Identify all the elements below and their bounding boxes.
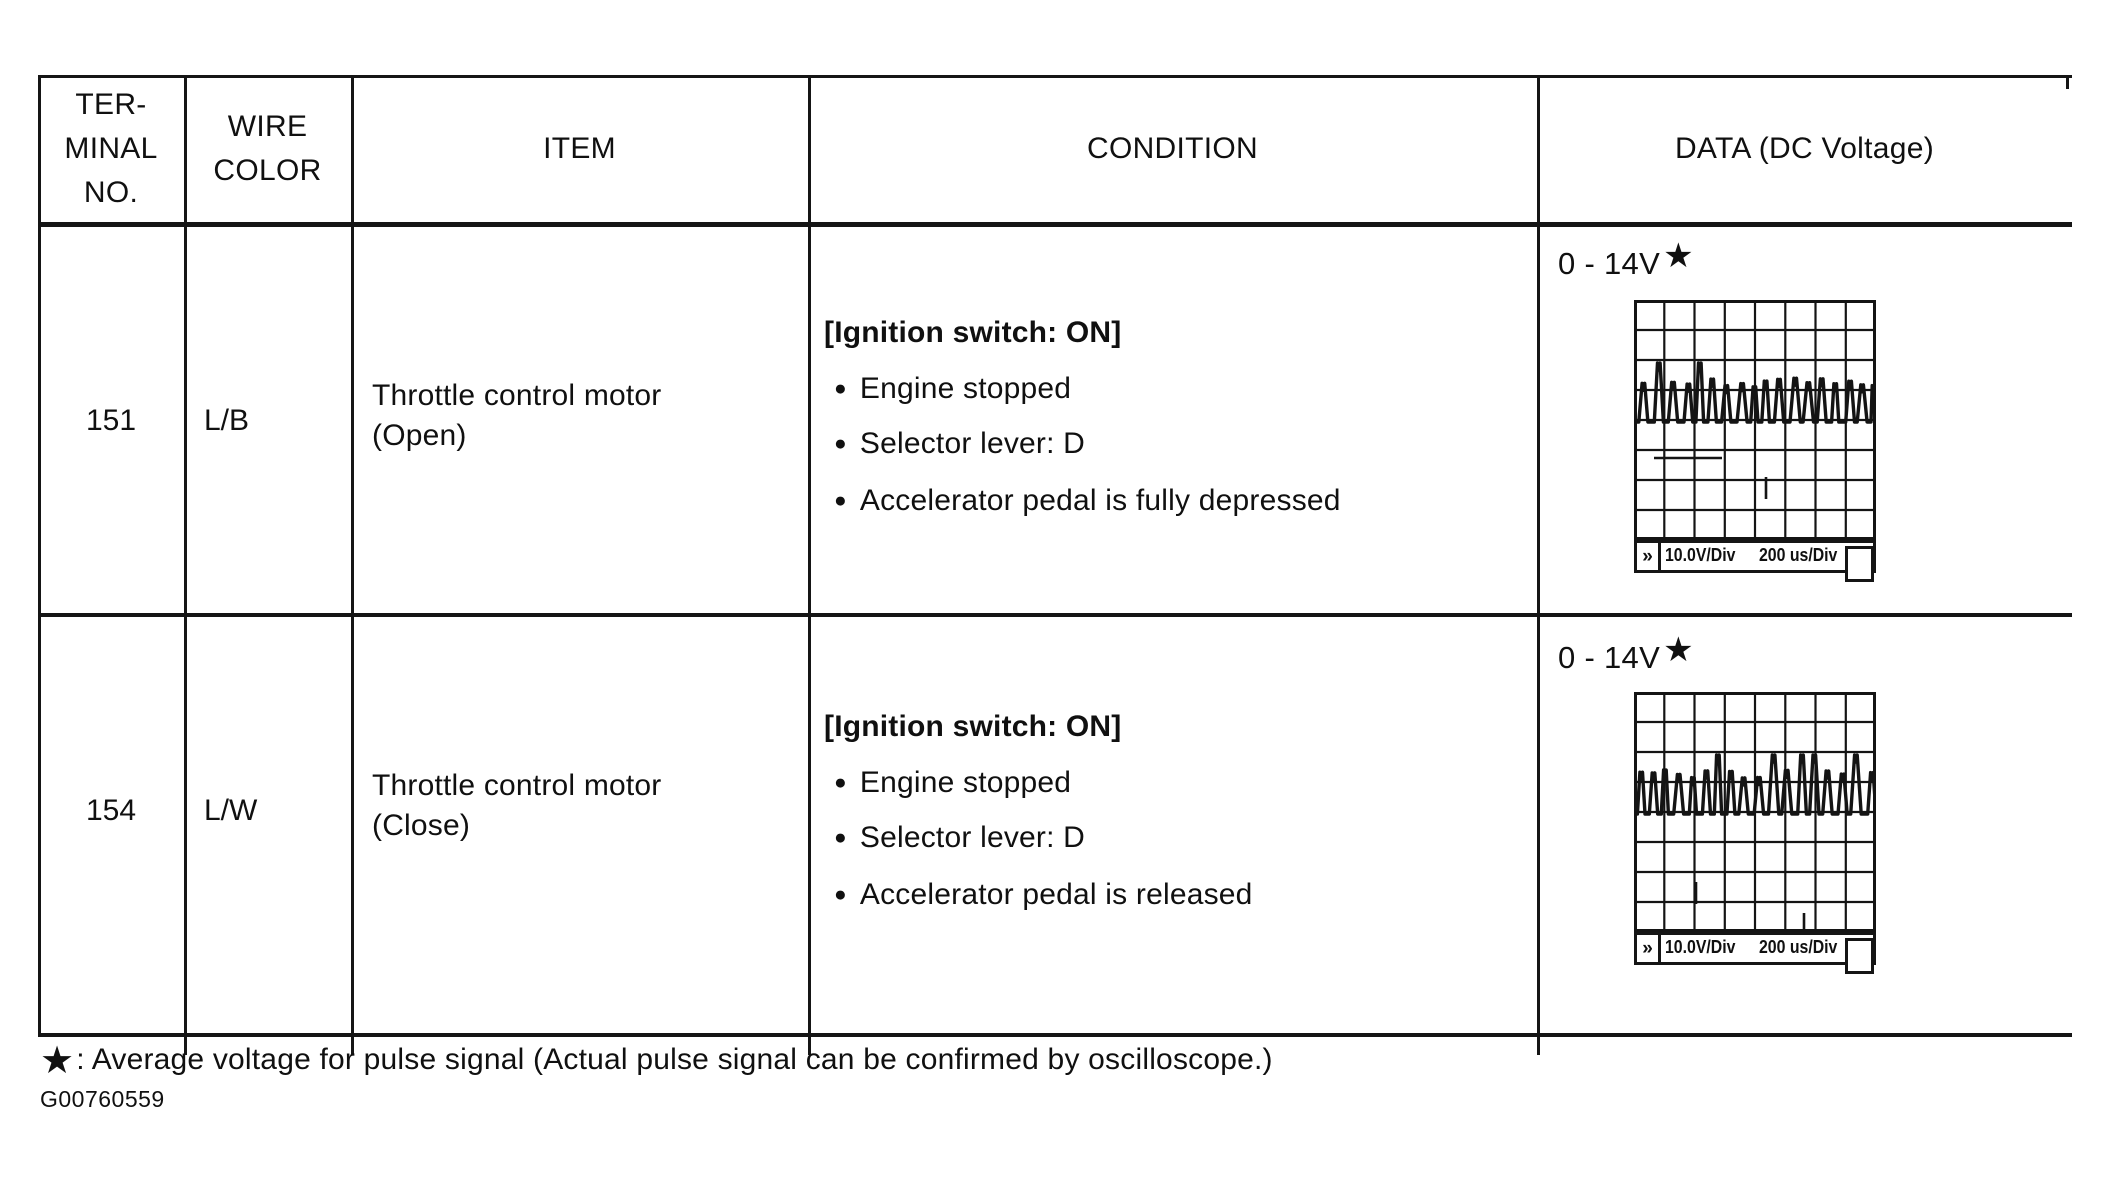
bullet-icon: ● [834, 826, 847, 849]
voltage-range-value: 0 - 14V [1558, 640, 1661, 675]
condition-header: [Ignition switch: ON] [824, 316, 1122, 349]
condition-text: Selector lever: D [859, 821, 1086, 854]
header-line: DATA (DC Voltage) [1674, 132, 1935, 165]
item-text: Throttle control motor (Open) [372, 376, 662, 456]
table-top-border [38, 75, 2072, 78]
header-line: TER- [75, 88, 147, 121]
table-left-border [38, 75, 41, 1037]
item-line: (Close) [372, 809, 471, 842]
bullet-icon: ● [834, 377, 847, 400]
terminal-no-value: 151 [85, 404, 137, 437]
condition-bullet-item: ● Accelerator pedal is released [824, 878, 1253, 912]
column-header-terminal-no: TER- MINAL NO. [38, 75, 184, 223]
column-header-wire-color: WIRE COLOR [184, 75, 351, 223]
header-line: CONDITION [1086, 132, 1259, 165]
star-icon: ★ [1663, 631, 1694, 669]
column-separator-1 [184, 75, 187, 1055]
scope-time-per-div-label: 200 us/Div [1759, 937, 1838, 957]
scope-time-per-div-label: 200 us/Div [1759, 545, 1838, 565]
condition-bullet-item: ● Accelerator pedal is fully depressed [824, 484, 1341, 518]
wire-color-cell: L/W [184, 618, 351, 1033]
item-line: Throttle control motor [372, 379, 662, 412]
item-line: (Open) [372, 419, 467, 452]
wire-color-value: L/B [204, 404, 250, 437]
voltage-range-value: 0 - 14V [1558, 246, 1661, 281]
condition-text: Accelerator pedal is fully depressed [859, 484, 1341, 517]
condition-header: [Ignition switch: ON] [824, 710, 1122, 743]
voltage-range-label: 0 - 14V★ [1558, 633, 1694, 676]
scope-settings-bar: » 10.0V/Div 200 us/Div [1634, 540, 1876, 582]
header-line: MINAL [64, 132, 158, 165]
scope-settings-bar: » 10.0V/Div 200 us/Div [1634, 932, 1876, 974]
header-line: COLOR [213, 154, 322, 187]
scope-arrow-icon: » [1637, 543, 1661, 570]
column-header-condition: CONDITION [808, 75, 1537, 223]
star-icon: ★ [40, 1040, 75, 1082]
oscilloscope-waveform [1634, 300, 1876, 540]
footnote-text: : Average voltage for pulse signal (Actu… [76, 1043, 1273, 1076]
bullet-icon: ● [834, 883, 847, 906]
table-top-right-tick [2066, 75, 2069, 89]
condition-text: Engine stopped [859, 766, 1072, 799]
oscilloscope-display: » 10.0V/Div 200 us/Div [1634, 692, 1876, 974]
wire-color-value: L/W [204, 794, 258, 827]
oscilloscope-display: » 10.0V/Div 200 us/Div [1634, 300, 1876, 582]
condition-text: Engine stopped [859, 372, 1072, 405]
table-bottom-border [38, 1033, 2072, 1037]
condition-text: Accelerator pedal is released [859, 878, 1253, 911]
row-separator [38, 613, 2072, 617]
figure-id: G00760559 [40, 1086, 165, 1112]
condition-text: Selector lever: D [859, 427, 1086, 460]
terminal-no-value: 154 [85, 794, 137, 827]
bullet-icon: ● [834, 432, 847, 455]
column-separator-4 [1537, 75, 1540, 1055]
header-line: NO. [83, 176, 139, 209]
scope-volts-per-div-label: 10.0V/Div [1665, 545, 1736, 565]
column-separator-3 [808, 75, 811, 1055]
condition-cell: [Ignition switch: ON] ● Engine stopped ●… [808, 618, 1537, 1033]
terminal-no-cell: 151 [38, 228, 184, 614]
scope-empty-box [1845, 938, 1874, 974]
bullet-icon: ● [834, 489, 847, 512]
item-cell: Throttle control motor (Open) [351, 228, 808, 614]
column-header-item: ITEM [351, 75, 808, 223]
condition-bullet-item: ● Selector lever: D [824, 427, 1085, 461]
item-text: Throttle control motor (Close) [372, 766, 662, 846]
item-line: Throttle control motor [372, 769, 662, 802]
scope-arrow-icon: » [1637, 935, 1661, 962]
star-icon: ★ [1663, 237, 1694, 275]
header-line: ITEM [543, 132, 616, 165]
footnote: ★: Average voltage for pulse signal (Act… [40, 1038, 1273, 1083]
item-cell: Throttle control motor (Close) [351, 618, 808, 1033]
scope-volts-per-div-label: 10.0V/Div [1665, 937, 1736, 957]
scope-empty-box [1845, 546, 1874, 582]
condition-bullet-item: ● Engine stopped [824, 766, 1071, 800]
oscilloscope-waveform [1634, 692, 1876, 932]
condition-bullet-item: ● Engine stopped [824, 372, 1071, 406]
column-separator-2 [351, 75, 354, 1055]
bullet-icon: ● [834, 771, 847, 794]
wire-color-cell: L/B [184, 228, 351, 614]
terminal-no-cell: 154 [38, 618, 184, 1033]
condition-cell: [Ignition switch: ON] ● Engine stopped ●… [808, 228, 1537, 614]
voltage-range-label: 0 - 14V★ [1558, 239, 1694, 282]
header-bottom-border [38, 222, 2072, 227]
column-header-data: DATA (DC Voltage) [1537, 75, 2072, 223]
condition-bullet-item: ● Selector lever: D [824, 821, 1085, 855]
header-line: WIRE [227, 110, 308, 143]
